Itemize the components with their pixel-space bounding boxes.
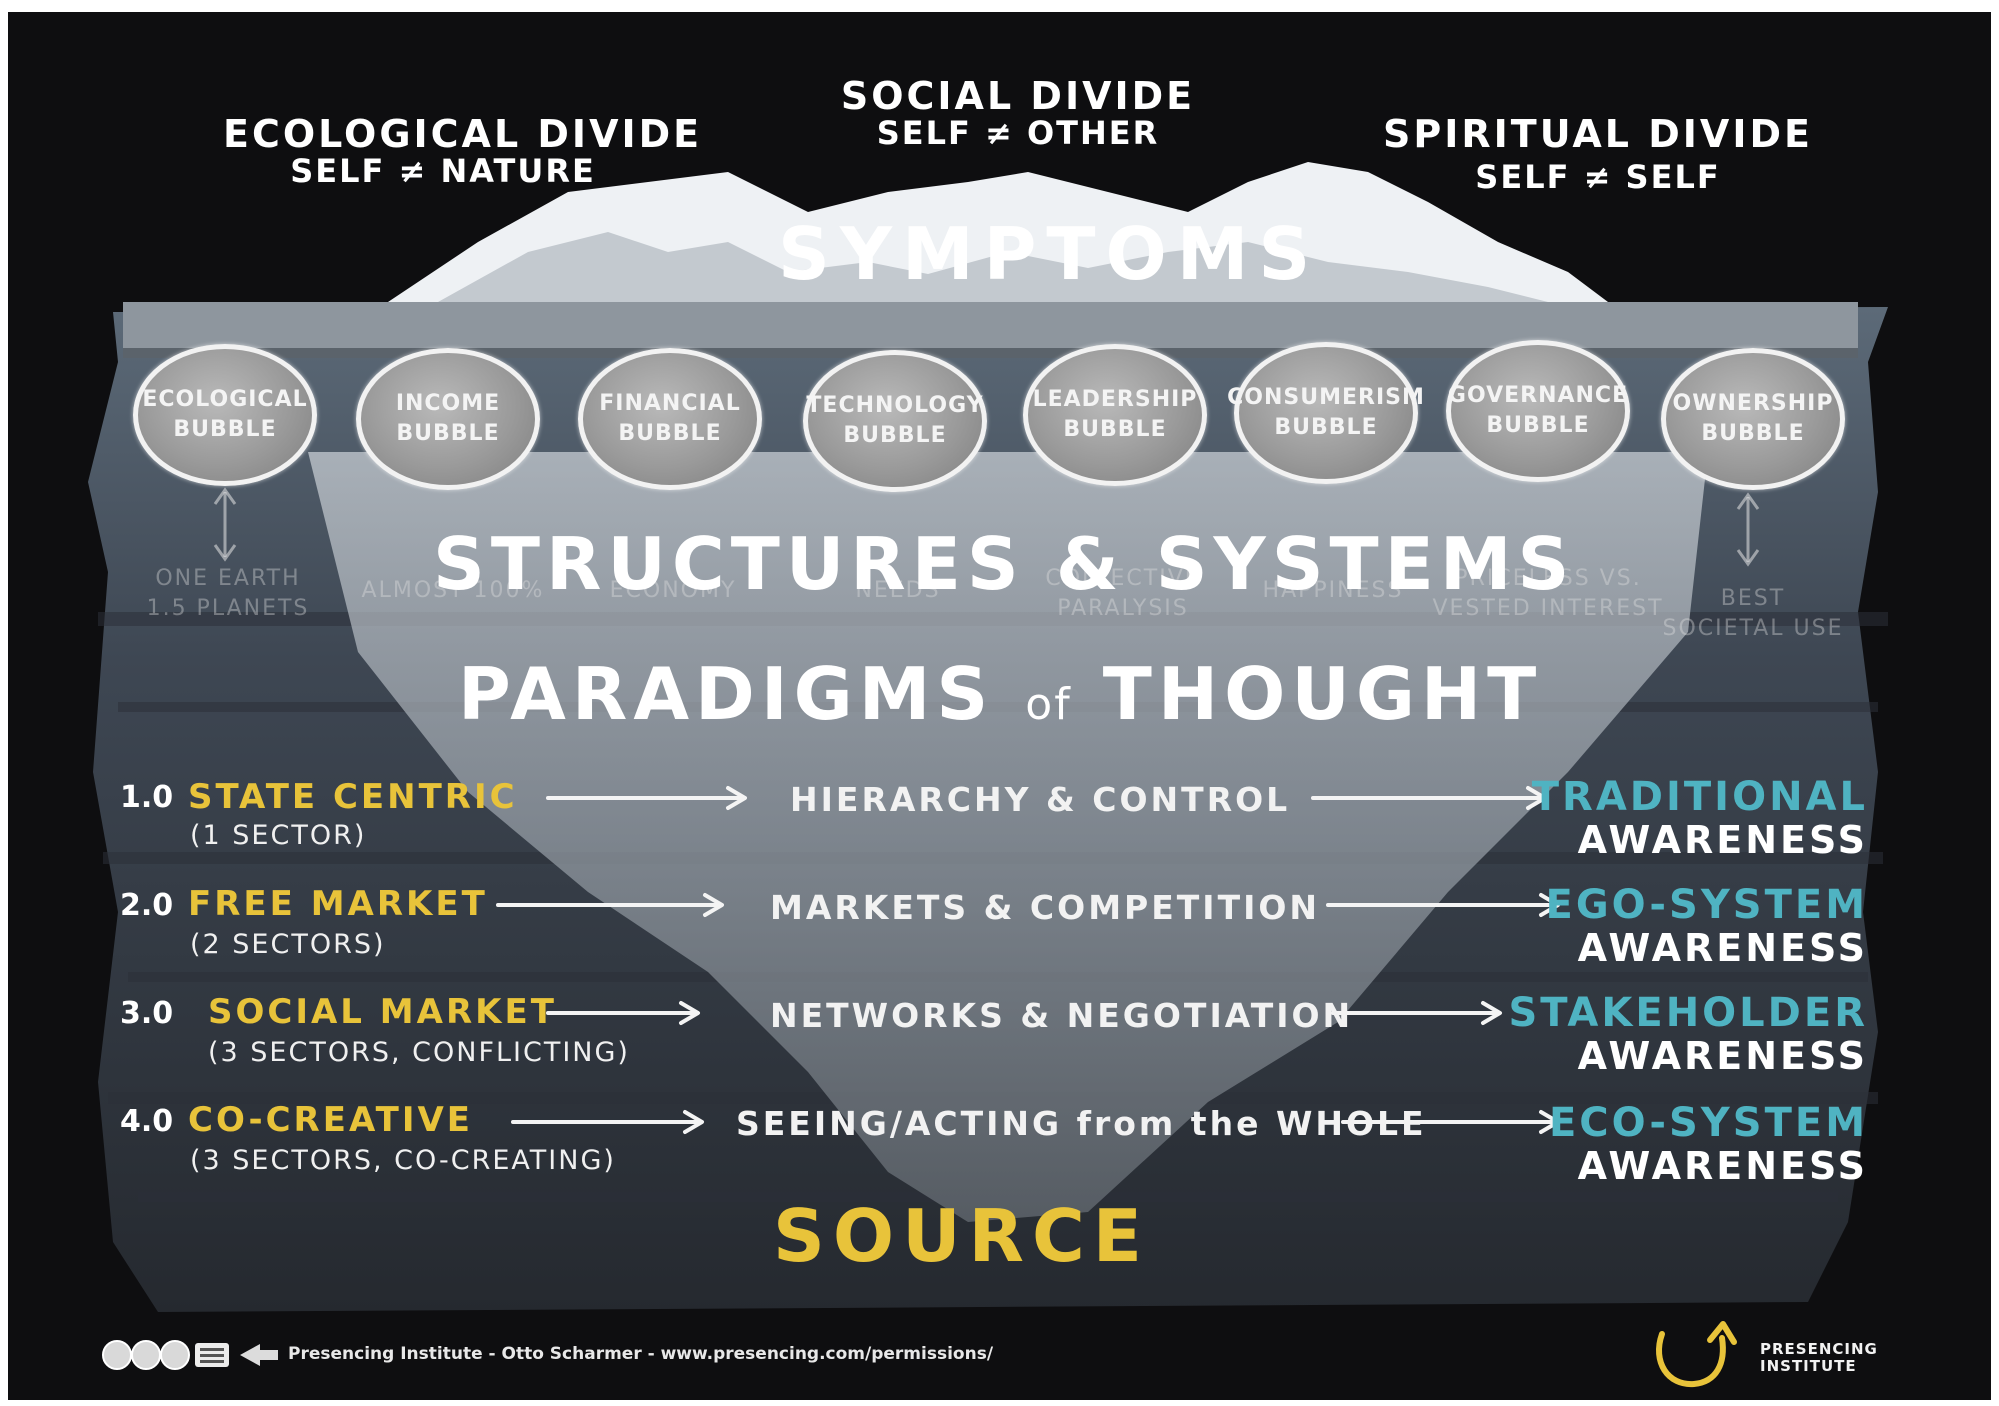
bubble-label: FINANCIAL	[599, 391, 741, 416]
bubble-label: BUBBLE	[843, 423, 947, 448]
bubble-label: TECHNOLOGY	[806, 393, 984, 418]
row-sectors: (3 SECTORS, CONFLICTING)	[208, 1037, 630, 1068]
presencing-logo-icon	[1656, 1321, 1737, 1388]
note-line: 1.5 PLANETS	[146, 596, 310, 621]
row-number: 3.0	[120, 996, 174, 1031]
note-line: ONE EARTH	[155, 566, 301, 591]
paradigms-of: of	[1025, 679, 1072, 730]
bubble-label: BUBBLE	[1486, 413, 1590, 438]
footer-credit: Presencing Institute - Otto Scharmer - w…	[288, 1344, 994, 1364]
row-sectors: (3 SECTORS, CO-CREATING)	[190, 1145, 616, 1176]
bubble-label: BUBBLE	[1274, 415, 1378, 440]
divide-title-ecological: ECOLOGICAL DIVIDE	[223, 112, 703, 156]
row-awareness: AWARENESS	[1577, 818, 1868, 862]
bubble-consumerism: CONSUMERISM BUBBLE	[1227, 342, 1424, 484]
bubble-label: CONSUMERISM	[1227, 385, 1425, 410]
bubble-ecological: ECOLOGICAL BUBBLE	[133, 344, 317, 486]
source-label: SOURCE	[773, 1194, 1150, 1278]
note-line: COLLECTIVE	[1045, 566, 1201, 591]
bubble-label: ECOLOGICAL	[142, 387, 308, 412]
row-mechanism: SEEING/ACTING from the WHOLE	[736, 1104, 1427, 1143]
bubble-note: PRICELESS VS. VESTED INTEREST	[1428, 564, 1668, 624]
waterline	[123, 302, 1858, 348]
structures-systems-heading: STRUCTURES & SYSTEMS	[433, 522, 1576, 606]
logo-line2: INSTITUTE	[1760, 1357, 1857, 1375]
presencing-logo	[1648, 1314, 1748, 1390]
bubble-label: GOVERNANCE	[1447, 383, 1629, 408]
symptoms-label: SYMPTOMS	[778, 212, 1321, 296]
paradigm-arrows	[496, 786, 1560, 1134]
bubble-note: ALMOST 100%	[358, 576, 548, 606]
bubble-label: OWNERSHIP	[1672, 391, 1834, 416]
paradigms-word: PARADIGMS	[458, 652, 995, 736]
paradigms-heading: PARADIGMS of THOUGHT	[458, 652, 1542, 736]
bubble-ownership: OWNERSHIP BUBBLE	[1661, 348, 1845, 490]
row-sectors: (2 SECTORS)	[190, 929, 386, 960]
iceberg-illustration	[88, 162, 1888, 1312]
note-line: SOCIETAL USE	[1662, 616, 1844, 641]
divide-subtitle-social: SELF ≠ OTHER	[876, 114, 1160, 152]
divide-title-spiritual: SPIRITUAL DIVIDE	[1383, 112, 1813, 156]
row-mechanism: NETWORKS & NEGOTIATION	[770, 996, 1354, 1035]
bubble-label: LEADERSHIP	[1032, 387, 1198, 412]
row-number: 2.0	[120, 888, 174, 923]
logo-line1: PRESENCING	[1760, 1340, 1878, 1358]
bubble-note: COLLECTIVE PARALYSIS	[1028, 564, 1218, 624]
row-mechanism: MARKETS & COMPETITION	[770, 888, 1321, 927]
iceberg-underwater	[308, 452, 1708, 1222]
bubble-label: BUBBLE	[396, 421, 500, 446]
row-awareness-type: STAKEHOLDER	[1508, 990, 1868, 1036]
note-line: ECONOMY	[609, 578, 737, 603]
bubble-label: BUBBLE	[1063, 417, 1167, 442]
row-number: 4.0	[120, 1104, 174, 1139]
bubble-financial: FINANCIAL BUBBLE	[578, 348, 762, 490]
bubble-label: BUBBLE	[1701, 421, 1805, 446]
note-line: PARALYSIS	[1057, 596, 1189, 621]
iceberg-slide: ECOLOGICAL DIVIDE SELF ≠ NATURE SOCIAL D…	[8, 12, 1991, 1400]
row-name: CO-CREATIVE	[188, 1100, 474, 1140]
bubble-connectors	[213, 487, 1760, 567]
row-mechanism: HIERARCHY & CONTROL	[790, 780, 1291, 819]
row-awareness: AWARENESS	[1577, 926, 1868, 970]
bubble-label: BUBBLE	[618, 421, 722, 446]
cc-license-badge	[100, 1338, 290, 1372]
row-number: 1.0	[120, 780, 174, 815]
note-line: PRICELESS VS.	[1454, 566, 1642, 591]
divide-title-social: SOCIAL DIVIDE	[840, 74, 1196, 118]
row-name: SOCIAL MARKET	[208, 992, 557, 1032]
bubble-note: ONE EARTH 1.5 PLANETS	[138, 564, 318, 624]
bubble-label: INCOME	[395, 391, 501, 416]
row-awareness-type: ECO-SYSTEM	[1548, 1100, 1868, 1146]
row-awareness-type: TRADITIONAL	[1531, 774, 1868, 820]
row-sectors: (1 SECTOR)	[190, 820, 367, 851]
note-line: ALMOST 100%	[361, 578, 545, 603]
row-awareness-type: EGO-SYSTEM	[1545, 882, 1868, 928]
note-line: BEST	[1720, 586, 1786, 611]
bubble-income: INCOME BUBBLE	[356, 348, 540, 490]
divide-subtitle-ecological: SELF ≠ NATURE	[290, 152, 596, 190]
bubble-leadership: LEADERSHIP BUBBLE	[1023, 344, 1207, 486]
note-line: NEEDS	[855, 578, 941, 603]
row-name: FREE MARKET	[188, 884, 488, 924]
bubble-note: HAPPINESS	[1238, 576, 1428, 606]
bubble-note: BEST SOCIETAL USE	[1658, 584, 1848, 644]
bubble-technology: TECHNOLOGY BUBBLE	[803, 350, 987, 492]
paradigms-thought: THOUGHT	[1102, 652, 1543, 736]
bubble-note: NEEDS	[808, 576, 988, 606]
row-awareness: AWARENESS	[1577, 1034, 1868, 1078]
note-line: VESTED INTEREST	[1432, 596, 1664, 621]
row-name: STATE CENTRIC	[188, 777, 518, 817]
divide-subtitle-spiritual: SELF ≠ SELF	[1475, 158, 1721, 196]
bubble-note: ECONOMY	[583, 576, 763, 606]
bubble-label: BUBBLE	[173, 417, 277, 442]
bubble-governance: GOVERNANCE BUBBLE	[1446, 340, 1630, 482]
note-line: HAPPINESS	[1262, 578, 1404, 603]
row-awareness: AWARENESS	[1577, 1144, 1868, 1188]
